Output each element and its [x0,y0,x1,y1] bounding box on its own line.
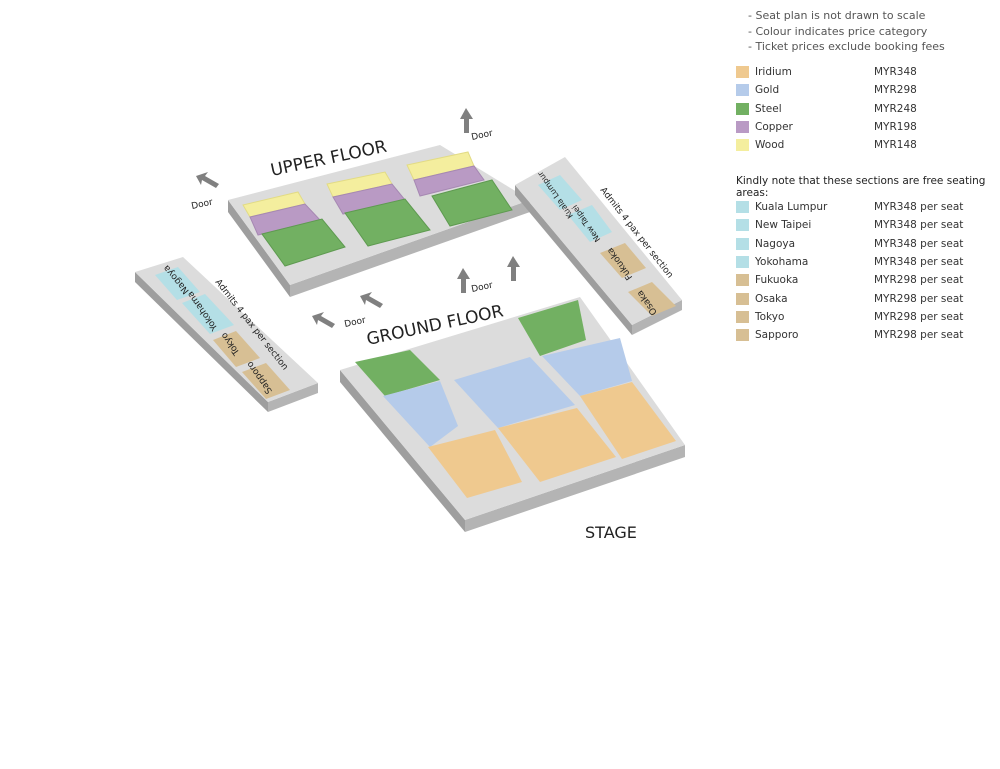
section-gold [454,357,575,428]
color-swatch [736,219,749,232]
section-iridium [580,382,676,459]
legend-price: MYR348 per seat [874,219,964,232]
arrow-icon [457,268,470,293]
door-arrows [196,108,520,328]
color-swatch [736,201,749,214]
door-label: Door [191,198,215,212]
legend-item: Wood MYR148 [736,136,917,154]
section-steel [344,198,431,247]
free-seating-legend: Kuala Lumpur MYR348 per seat New Taipei … [736,198,963,344]
section-steel [261,218,346,267]
color-swatch [736,274,749,287]
legend-item: New Taipei MYR348 per seat [736,216,963,234]
section-osaka [628,282,676,316]
legend-label: Sapporo [755,329,799,342]
legend-price: MYR148 [874,139,917,152]
left-wing: Nagoya Yokohama Tokyo Sapporo Admits 4 p… [135,257,318,412]
legend-item: Kuala Lumpur MYR348 per seat [736,198,963,216]
section-gold [542,338,632,396]
legend-item: Sapporo MYR298 per seat [736,326,963,344]
arrow-icon [196,172,219,188]
color-swatch [736,84,749,97]
section-nagoya [155,267,200,300]
arrow-icon [507,256,520,281]
section-yokohama [182,294,234,334]
legend-price: MYR298 per seat [874,310,964,323]
legend-price: MYR298 per seat [874,292,964,305]
legend-item: Tokyo MYR298 per seat [736,308,963,326]
legend-label: New Taipei [755,219,812,232]
notes: - Seat plan is not drawn to scale - Colo… [748,9,945,53]
arrow-icon [360,292,383,308]
legend-price: MYR198 [874,121,917,134]
right-wing: Kuala Lumpur New Taipei Fukuoka Osaka Ad… [515,157,682,335]
legend-item: Steel MYR248 [736,100,917,118]
color-swatch [736,310,749,323]
legend-item: Fukuoka MYR298 per seat [736,271,963,289]
legend-label: Fukuoka [755,274,799,287]
legend-label: Wood [755,139,785,152]
legend-label: Steel [755,102,782,115]
section-gold [383,381,458,447]
legend-label: Nagoya [755,237,796,250]
legend-item: Yokohama MYR348 per seat [736,253,963,271]
color-swatch [736,102,749,115]
color-swatch [736,66,749,79]
ground-floor-sections[interactable] [355,300,676,498]
legend-item: Copper MYR198 [736,118,917,136]
legend-label: Yokohama [755,256,809,269]
section-iridium [428,430,522,498]
legend-price: MYR348 per seat [874,201,964,214]
color-swatch [736,237,749,250]
legend-price: MYR298 per seat [874,329,964,342]
section-steel [518,300,586,356]
legend-label: Copper [755,121,793,134]
door-label: Door [471,129,495,143]
section-kuala-lumpur [538,175,582,210]
legend-label: Osaka [755,292,788,305]
legend-price: MYR348 per seat [874,256,964,269]
section-iridium [498,408,616,482]
arrow-icon [460,108,473,133]
section-sapporo [242,363,290,399]
section-new-taipei [568,205,612,242]
legend-price: MYR248 [874,102,917,115]
color-swatch [736,329,749,342]
section-tokyo [213,331,260,367]
door-label: Door [344,316,368,330]
color-swatch [736,139,749,152]
legend-item: Osaka MYR298 per seat [736,289,963,307]
arrow-icon [312,312,335,328]
legend-item: Gold MYR298 [736,81,917,99]
door-label: Door [471,281,495,295]
section-steel [355,350,440,396]
color-swatch [736,292,749,305]
legend-label: Kuala Lumpur [755,201,828,214]
legend-price: MYR298 [874,84,917,97]
color-swatch [736,121,749,134]
legend-label: Gold [755,84,780,97]
price-legend: Iridium MYR348 Gold MYR298 Steel MYR248 … [736,63,917,154]
section-copper [413,165,485,197]
legend-price: MYR298 per seat [874,274,964,287]
free-seating-note: Kindly note that these sections are free… [736,175,986,199]
section-steel [431,179,513,227]
color-swatch [736,256,749,269]
legend-item: Iridium MYR348 [736,63,917,81]
legend-price: MYR348 per seat [874,237,964,250]
legend-label: Tokyo [755,310,785,323]
legend-item: Nagoya MYR348 per seat [736,235,963,253]
section-fukuoka [600,243,646,278]
stage-label: STAGE [585,523,637,542]
legend-price: MYR348 [874,66,917,79]
upper-floor-sections[interactable] [242,151,513,267]
legend-label: Iridium [755,66,792,79]
